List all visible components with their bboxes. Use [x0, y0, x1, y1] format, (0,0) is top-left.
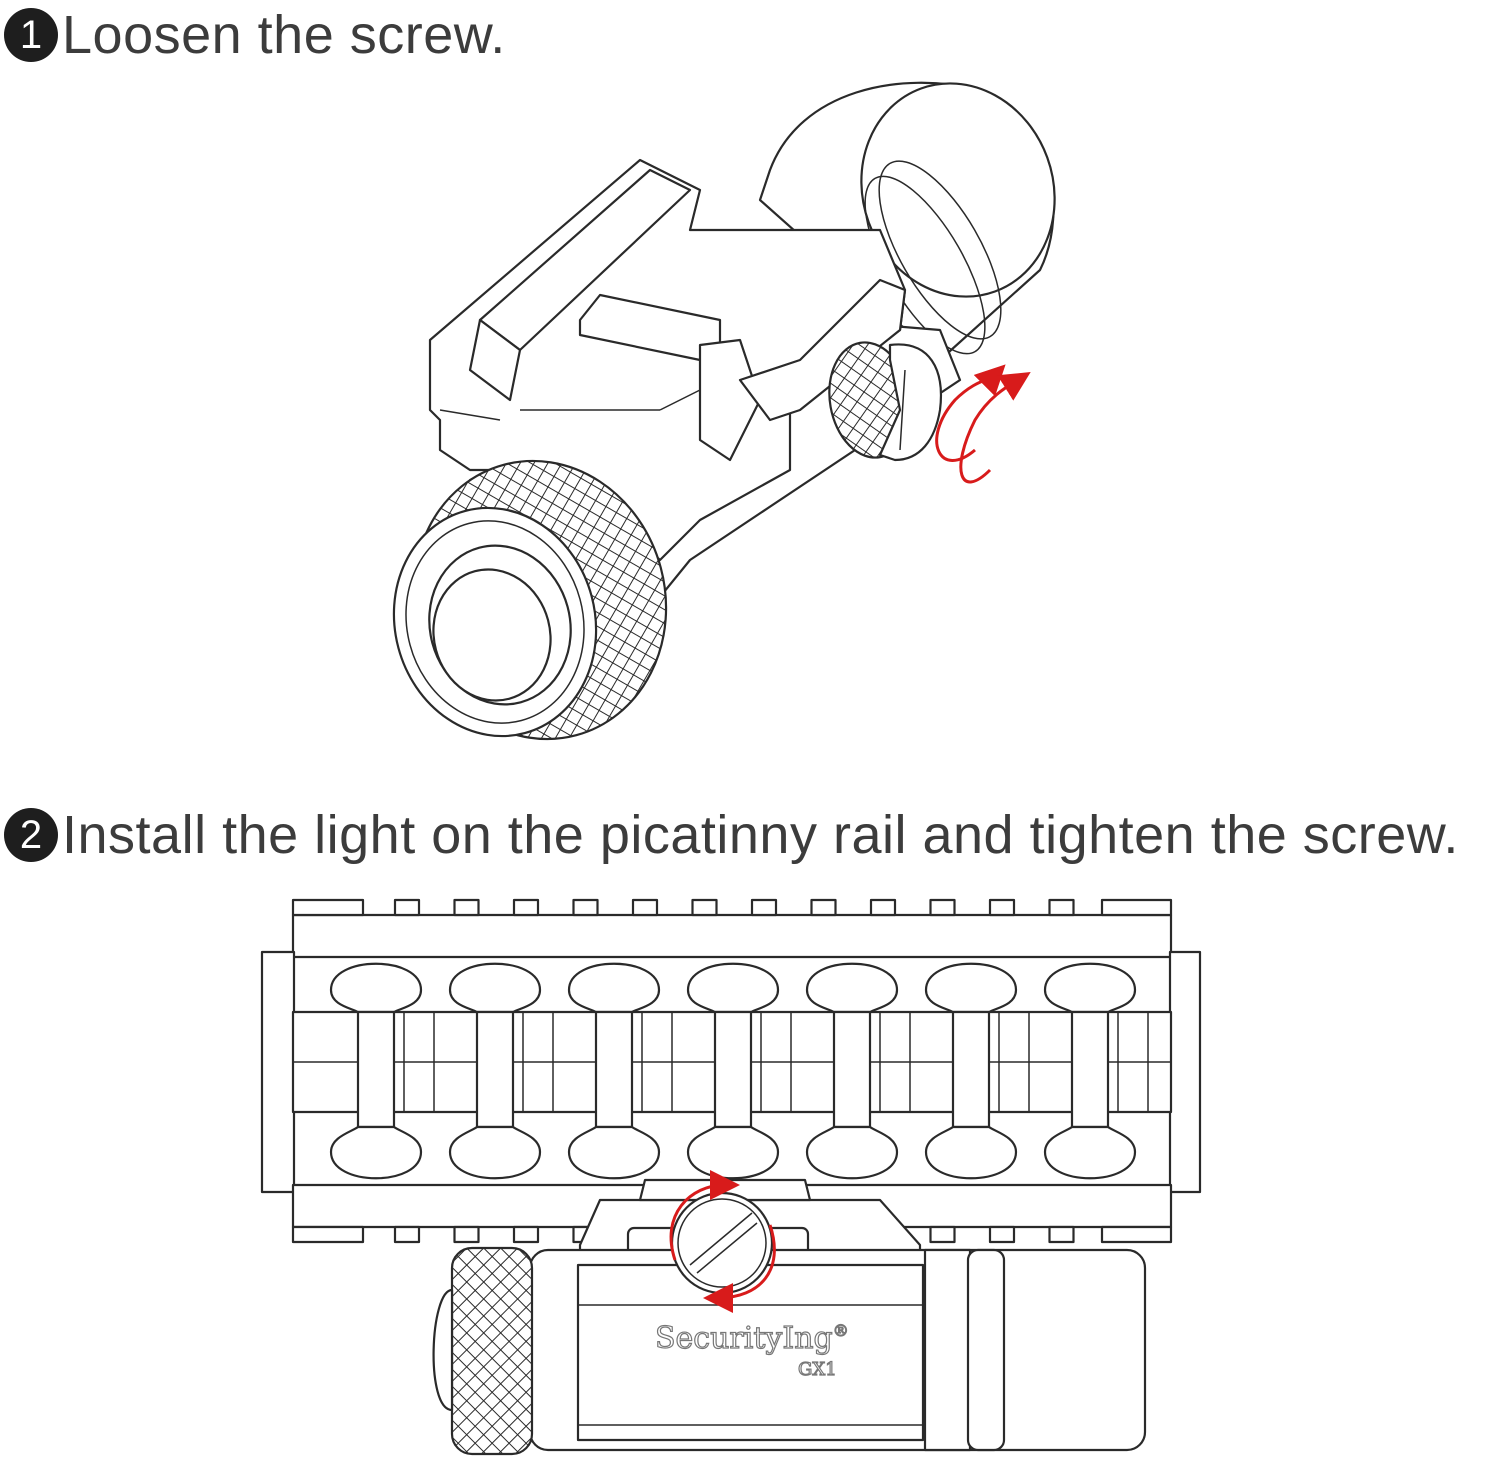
loosen-rotation-arrow-icon [935, 364, 1031, 484]
mount-screw [670, 1191, 774, 1295]
rail-slot-bottom [329, 1125, 423, 1180]
rail-tooth [929, 1225, 956, 1244]
rail-tooth [572, 898, 599, 917]
rail-tooth [988, 1225, 1016, 1244]
rail-tooth [810, 898, 837, 917]
brand-logo: SecurityIng® [655, 1321, 849, 1356]
step-2-number-badge: 2 [4, 808, 58, 862]
rail-tooth [393, 898, 421, 917]
rail-slot-bar [713, 1010, 753, 1129]
rail-slot-top [448, 962, 542, 1014]
rail-recess [403, 1011, 435, 1113]
rail-slot-bottom [1043, 1125, 1137, 1180]
flashlight-mount-view-1 [392, 81, 1056, 741]
rail-top-teeth [291, 898, 1173, 917]
model-label: GX1 [798, 1359, 837, 1380]
rail-tooth [988, 898, 1016, 917]
rail-tooth [631, 898, 659, 917]
rail-recess [998, 1011, 1030, 1113]
step-1-heading: 1 Loosen the screw. [4, 4, 506, 66]
rail-slot-bar [475, 1010, 515, 1129]
rail-slot-top [924, 962, 1018, 1014]
rail-tooth [1100, 1225, 1173, 1244]
rail-tooth [291, 898, 365, 917]
rail-recess [760, 1011, 792, 1113]
rail-slot-bar [832, 1010, 872, 1129]
rail-slot-bar [594, 1010, 634, 1129]
mount-thumb-screw [828, 341, 942, 462]
step-1-number-badge: 1 [4, 8, 58, 62]
rail-tooth [1048, 898, 1075, 917]
rail-tooth [1100, 898, 1173, 917]
rail-tooth [869, 898, 897, 917]
rail-slot-bottom [924, 1125, 1018, 1180]
front-bezel [392, 459, 668, 741]
step-1-instruction: Loosen the screw. [62, 5, 506, 65]
rail-tooth [929, 898, 956, 917]
rail-slot-bar [356, 1010, 396, 1129]
rail-slot-bottom [686, 1125, 780, 1180]
rail-slot-top [1043, 962, 1137, 1014]
rail-recess [522, 1011, 554, 1113]
rail-recess [879, 1011, 911, 1113]
rail-tooth [453, 898, 480, 917]
step-2-instruction: Install the light on the picatinny rail … [62, 805, 1459, 865]
knurled-bezel [450, 1246, 534, 1456]
rail-tooth [1048, 1225, 1075, 1244]
rail-tooth [691, 898, 718, 917]
tail-cap [758, 81, 1056, 362]
flashlight-mount-view-2: SecurityIng® GX1 [432, 1170, 1147, 1456]
rail-tooth [393, 1225, 421, 1244]
rail-slot-top [805, 962, 899, 1014]
rail-slot-top [686, 962, 780, 1014]
rail-recess [641, 1011, 673, 1113]
rail-slot-bottom [805, 1125, 899, 1180]
rail-slot-bar [951, 1010, 991, 1129]
rail-recess [1117, 1011, 1149, 1113]
rail-tooth [512, 898, 540, 917]
rail-tooth [453, 1225, 480, 1244]
tighten-rotation-arrow-icon [669, 1170, 776, 1313]
rail-tooth [512, 1225, 540, 1244]
rail-slot-bar [1070, 1010, 1110, 1129]
rail-slot-top [329, 962, 423, 1014]
rail-slot-bottom [448, 1125, 542, 1180]
rail-slots [329, 962, 1149, 1180]
rail-slot-bottom [567, 1125, 661, 1180]
rail-slot-top [567, 962, 661, 1014]
rail-tooth [291, 1225, 365, 1244]
rail-tooth [750, 898, 778, 917]
step-2-heading: 2 Install the light on the picatinny rai… [4, 804, 1459, 866]
